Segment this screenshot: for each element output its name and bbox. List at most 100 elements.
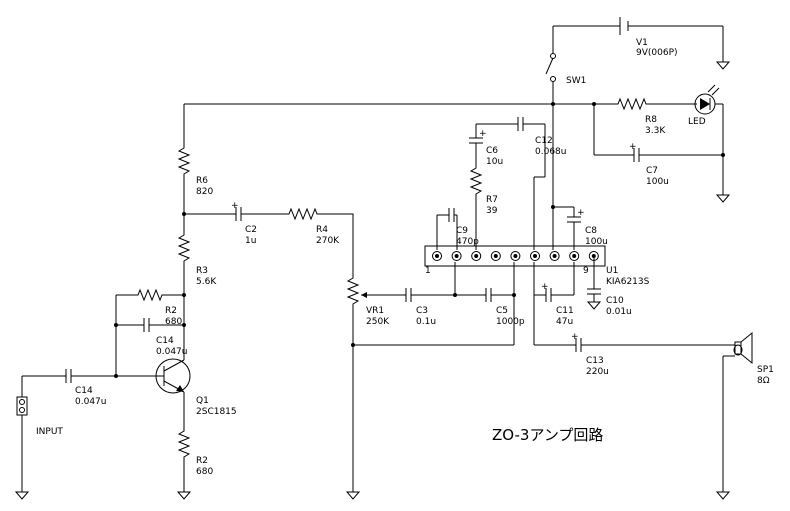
r2b-value: 680 (196, 467, 213, 477)
potentiometer-vr1 (346, 275, 406, 484)
svg-text:+: + (571, 332, 579, 342)
resistor-r4 (286, 207, 354, 275)
resistor-r7 (469, 165, 483, 250)
ic-pin (530, 251, 540, 261)
c3-value: 0.1u (416, 317, 436, 327)
c3-label: C3 (416, 306, 428, 316)
ic-pin (471, 251, 482, 261)
speaker-sp1 (722, 331, 753, 484)
led-label: LED (688, 117, 706, 127)
capacitor-c8: + (567, 207, 585, 250)
capacitor-c9 (448, 208, 455, 222)
resistor-r3 (177, 214, 191, 345)
r2a-label: R2 (165, 306, 177, 316)
capacitor-c6: + (469, 124, 487, 165)
resistor-r2-feedback (135, 288, 184, 302)
svg-text:+: + (541, 282, 549, 292)
led (660, 84, 723, 115)
resistor-r6 (177, 145, 191, 214)
v1-label: V1 (636, 38, 648, 48)
u1-pin1: 1 (425, 266, 431, 276)
c13-label: C13 (586, 356, 604, 366)
c6-label: C6 (486, 146, 498, 156)
c5-label: C5 (496, 306, 508, 316)
ic-pin (432, 251, 442, 261)
sp1-label: SP1 (757, 365, 774, 375)
ic-pin (510, 251, 521, 261)
r6-value: 820 (196, 187, 213, 197)
c5-value: 1000p (496, 317, 525, 327)
r8-label: R8 (645, 115, 657, 125)
input-label: INPUT (36, 427, 63, 437)
r4-label: R4 (316, 225, 328, 235)
vr1-value: 250K (366, 317, 390, 327)
capacitor-c10 (587, 288, 601, 295)
c12-value: 0.068u (535, 147, 566, 157)
r4-value: 270K (316, 236, 340, 246)
transistor-q1 (116, 345, 191, 428)
capacitor-c13: + (571, 332, 582, 352)
c10-label: C10 (606, 296, 624, 306)
ic-pin (569, 251, 580, 261)
resistor-r8 (610, 97, 660, 111)
r3-value: 5.6K (196, 277, 217, 287)
c13-value: 220u (586, 367, 609, 377)
ic-pin (451, 251, 462, 261)
c11-label: C11 (556, 306, 574, 316)
c2-value: 1u (245, 236, 256, 246)
r8-value: 3.3K (645, 126, 666, 136)
c2-label: C2 (245, 225, 257, 235)
svg-text:+: + (231, 201, 239, 211)
c12-label: C12 (535, 136, 553, 146)
r7-label: R7 (486, 195, 498, 205)
c7-value: 100u (646, 177, 669, 187)
r6-label: R6 (196, 176, 208, 186)
c9-value: 470p (456, 237, 479, 247)
capacitor-c5 (485, 288, 492, 302)
capacitor-c2: + (231, 201, 242, 221)
input-jack (16, 376, 28, 484)
u1-value: KIA6213S (606, 277, 650, 287)
ic-u1 (424, 245, 606, 267)
c14b-label: C14 (75, 386, 93, 396)
capacitor-c7: + (629, 142, 640, 162)
capacitor-c3 (405, 288, 412, 302)
ic-pin (490, 251, 501, 261)
r3-label: R3 (196, 266, 208, 276)
sw1-label: SW1 (566, 76, 586, 86)
svg-text:+: + (577, 208, 585, 218)
c9-label: C9 (456, 226, 468, 236)
r2a-value: 680 (165, 317, 182, 327)
r7-value: 39 (486, 206, 498, 216)
c14a-label: C14 (156, 336, 174, 346)
u1-label: U1 (606, 266, 618, 276)
q1-label: Q1 (196, 396, 209, 406)
c8-label: C8 (585, 226, 597, 236)
capacitor-c14-feedback (143, 318, 150, 332)
svg-text:+: + (629, 142, 637, 152)
c10-value: 0.01u (606, 307, 632, 317)
sp1-value: 8Ω (757, 376, 770, 386)
svg-text:+: + (479, 129, 487, 139)
switch-sw1 (545, 26, 556, 104)
c8-value: 100u (585, 237, 608, 247)
c6-value: 10u (486, 157, 503, 167)
u1-pin9: 9 (583, 266, 589, 276)
c7-label: C7 (646, 166, 658, 176)
capacitor-c14-input (65, 369, 72, 383)
diagram-title: ZO-3アンプ回路 (492, 426, 603, 444)
capacitor-c12 (517, 117, 524, 131)
resistor-r2-emitter (177, 428, 191, 484)
c14a-value: 0.047u (156, 347, 187, 357)
r2b-label: R2 (196, 456, 208, 466)
v1-value: 9V(006P) (636, 48, 678, 58)
vr1-label: VR1 (366, 306, 384, 316)
c14b-value: 0.047u (75, 397, 106, 407)
capacitor-c11: + (541, 282, 552, 302)
ic-pin (549, 251, 560, 261)
c11-value: 47u (556, 317, 573, 327)
q1-value: 2SC1815 (196, 407, 237, 417)
battery-v1 (553, 17, 730, 70)
